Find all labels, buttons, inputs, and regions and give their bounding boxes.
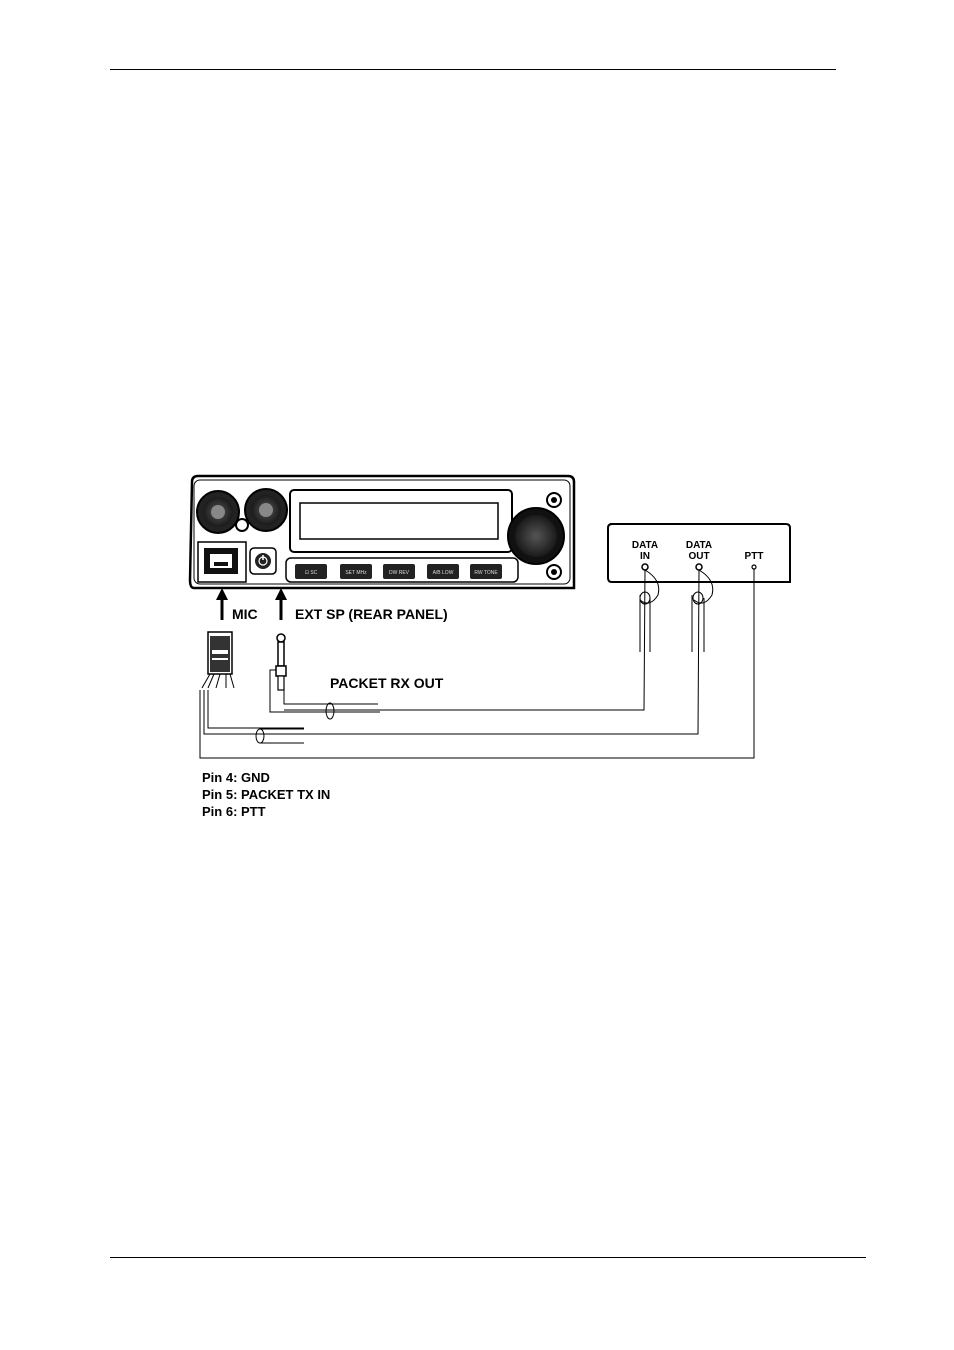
packet-rx-out-label: PACKET RX OUT — [330, 675, 444, 691]
volume-knob-icon — [196, 490, 240, 534]
modular-plug-icon — [201, 631, 235, 689]
data-in-label: DATA — [632, 540, 658, 551]
pin-5-label: Pin 5: PACKET TX IN — [202, 787, 330, 802]
ext-sp-cables — [269, 669, 380, 720]
squelch-knob-icon — [244, 488, 288, 532]
data-in-jack-icon — [641, 563, 649, 571]
packet-connection-diagram: ⊡ SC SET MHz DW REV A/B LOW RW TONE DATA… — [180, 470, 796, 825]
ptt-label: PTT — [745, 551, 764, 562]
radio-key: A/B LOW — [427, 564, 459, 579]
data-out-label: DATA — [686, 540, 712, 551]
ext-sp-arrow-icon — [275, 588, 287, 620]
tnc-cables — [199, 569, 755, 759]
mic-cables — [207, 690, 304, 744]
ptt-jack-icon — [751, 564, 757, 570]
radio-key: RW TONE — [470, 564, 502, 579]
lcd-display — [289, 489, 513, 553]
main-dial-icon — [507, 507, 565, 565]
pin-6-label: Pin 6: PTT — [202, 804, 266, 819]
ext-sp-label: EXT SP (REAR PANEL) — [295, 606, 448, 622]
radio-key: DW REV — [383, 564, 415, 579]
svg-text:SET MHz: SET MHz — [345, 570, 367, 576]
data-out-jack-icon — [695, 563, 703, 571]
pin-4-label: Pin 4: GND — [202, 770, 270, 785]
mic-arrow-icon — [216, 588, 228, 620]
phone-plug-icon — [275, 633, 287, 691]
radio-key: SET MHz — [340, 564, 372, 579]
mic-label: MIC — [232, 606, 258, 622]
data-in-label-2: IN — [640, 551, 650, 562]
power-button-icon — [249, 547, 277, 575]
svg-text:A/B LOW: A/B LOW — [433, 570, 454, 576]
svg-text:⊡ SC: ⊡ SC — [305, 570, 318, 576]
header-rule — [110, 69, 836, 70]
small-button-icon — [235, 518, 249, 532]
footer-rule — [110, 1257, 866, 1258]
data-out-label-2: OUT — [688, 551, 709, 562]
svg-text:RW TONE: RW TONE — [474, 570, 498, 576]
mic-jack — [197, 541, 247, 583]
radio-front-panel: ⊡ SC SET MHz DW REV A/B LOW RW TONE — [188, 474, 576, 590]
svg-text:DW REV: DW REV — [389, 570, 410, 576]
radio-key: ⊡ SC — [295, 564, 327, 579]
